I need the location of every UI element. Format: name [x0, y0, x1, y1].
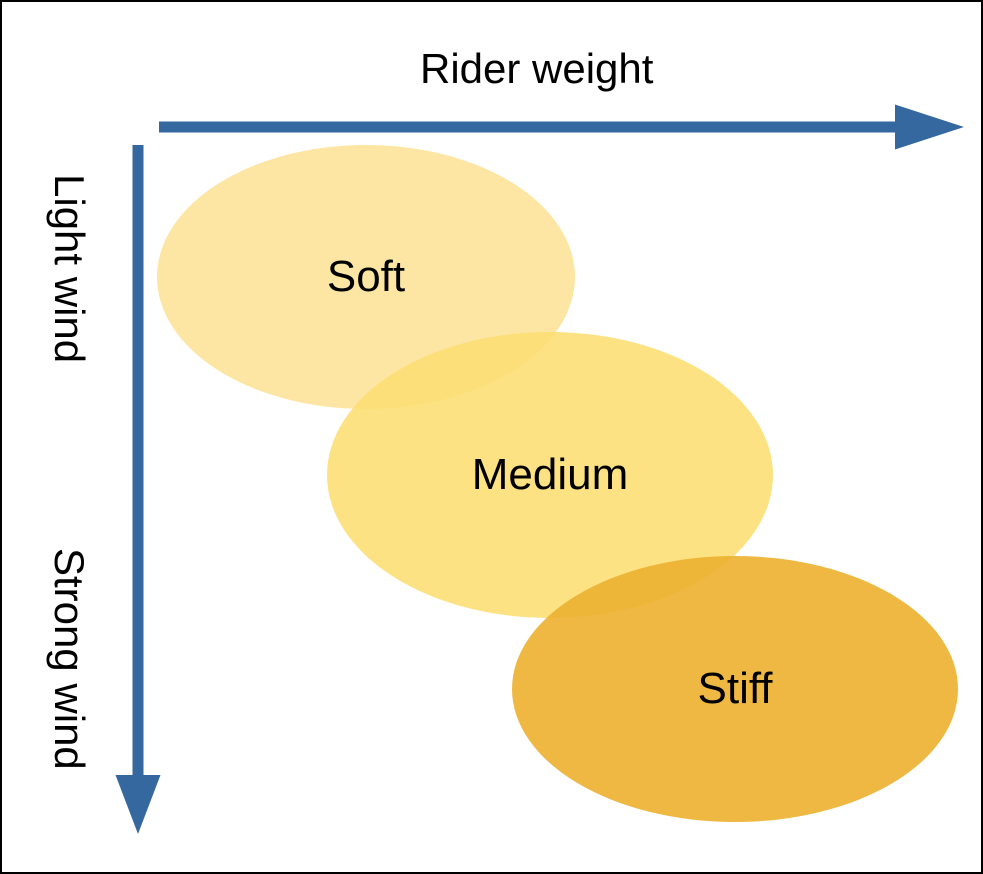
wind-strength-arrow [115, 145, 161, 834]
bubble-medium[interactable] [327, 332, 773, 618]
y-axis-line [132, 145, 144, 775]
rider-weight-arrow [159, 104, 964, 150]
y-axis-arrowhead-icon [115, 775, 161, 834]
y-axis-label-strong-wind: Strong wind [46, 548, 93, 770]
bubble-stiff[interactable] [512, 556, 958, 822]
y-axis-label-light-wind: Light wind [46, 174, 93, 364]
bubble-group [157, 145, 958, 822]
x-axis-arrowhead-icon [895, 104, 964, 150]
x-axis-title: Rider weight [420, 45, 654, 92]
x-axis-line [159, 121, 895, 133]
